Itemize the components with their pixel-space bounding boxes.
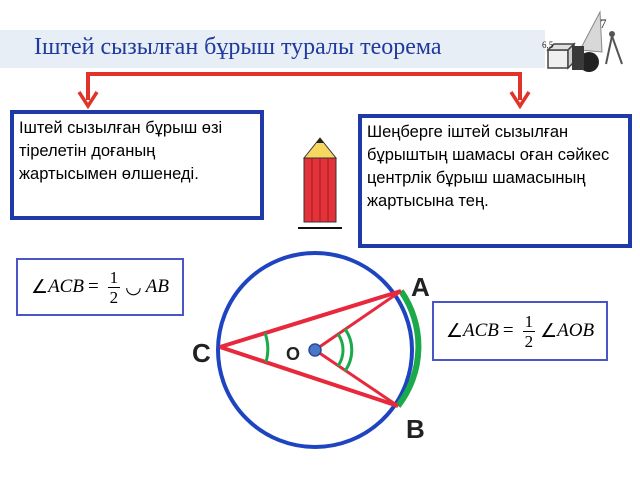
- decor-number-7: 7: [600, 16, 607, 31]
- radius-oa: [314, 289, 402, 352]
- equals-sign: =: [502, 320, 514, 341]
- formula-rhs: AOB: [557, 320, 595, 341]
- angle-mark-c: [263, 332, 270, 363]
- point-label-b: B: [406, 414, 425, 444]
- angle-mark-o-inner: [336, 333, 345, 367]
- title-bar: Іштей сызылған бұрыш туралы теорема: [0, 30, 545, 68]
- connector-line: [86, 72, 522, 100]
- arrow-head-right-icon: [509, 91, 531, 110]
- formula-left-box: ∠ ACB = 1 2 ◡ AB: [16, 258, 184, 316]
- theorem-left-text: Іштей сызылған бұрыш өзі тірелетін доған…: [19, 119, 223, 183]
- theorem-right-box: Шеңберге іштей сызылған бұрыштың шамасы …: [358, 114, 632, 248]
- fraction-denominator: 2: [524, 331, 534, 351]
- point-label-o: O: [286, 344, 300, 364]
- theorem-right-text: Шеңберге іштей сызылған бұрыштың шамасы …: [367, 123, 610, 210]
- equals-sign: =: [87, 276, 99, 297]
- radius-ob: [314, 348, 399, 408]
- compass-head-icon: [609, 31, 615, 37]
- formula-rhs: AB: [145, 276, 169, 297]
- arrow-head-left-icon: [77, 91, 99, 110]
- theorem-left-box: Іштей сызылған бұрыш өзі тірелетін доған…: [10, 110, 264, 220]
- fraction-numerator: 1: [522, 311, 536, 332]
- fraction-half: 1 2: [522, 311, 536, 351]
- formula-lhs: ACB: [48, 276, 84, 297]
- chord-ca: [219, 289, 402, 349]
- pencil-lead-icon: [316, 138, 324, 143]
- angle-symbol: ∠: [445, 320, 463, 342]
- fraction-numerator: 1: [107, 267, 121, 288]
- geometry-decoration-icon: 7 6,5: [542, 10, 623, 72]
- center-point: [308, 343, 322, 357]
- page-title: Іштей сызылған бұрыш туралы теорема: [34, 34, 442, 60]
- arc-ab-highlight: [395, 289, 422, 408]
- fraction-half: 1 2: [107, 267, 121, 307]
- decor-number-654: 6,5: [542, 40, 554, 50]
- cylinder-shape: [572, 46, 584, 70]
- chord-cb: [219, 345, 399, 408]
- arc-symbol: ◡: [125, 276, 142, 298]
- point-label-a: A: [411, 272, 430, 302]
- pencil-icon: [298, 137, 342, 229]
- formula-lhs: ACB: [462, 320, 499, 341]
- point-label-c: C: [192, 338, 211, 368]
- triangle-shape: [579, 10, 603, 53]
- formula-right-box: ∠ ACB = 1 2 ∠ AOB: [432, 301, 608, 361]
- angle-mark-o-outer: [343, 328, 354, 372]
- angle-symbol: ∠: [31, 276, 49, 298]
- compass-leg-icon: [605, 35, 613, 65]
- fraction-denominator: 2: [109, 287, 119, 307]
- circle-outline: [216, 251, 414, 449]
- angle-symbol: ∠: [540, 320, 558, 342]
- compass-leg-icon: [611, 35, 623, 65]
